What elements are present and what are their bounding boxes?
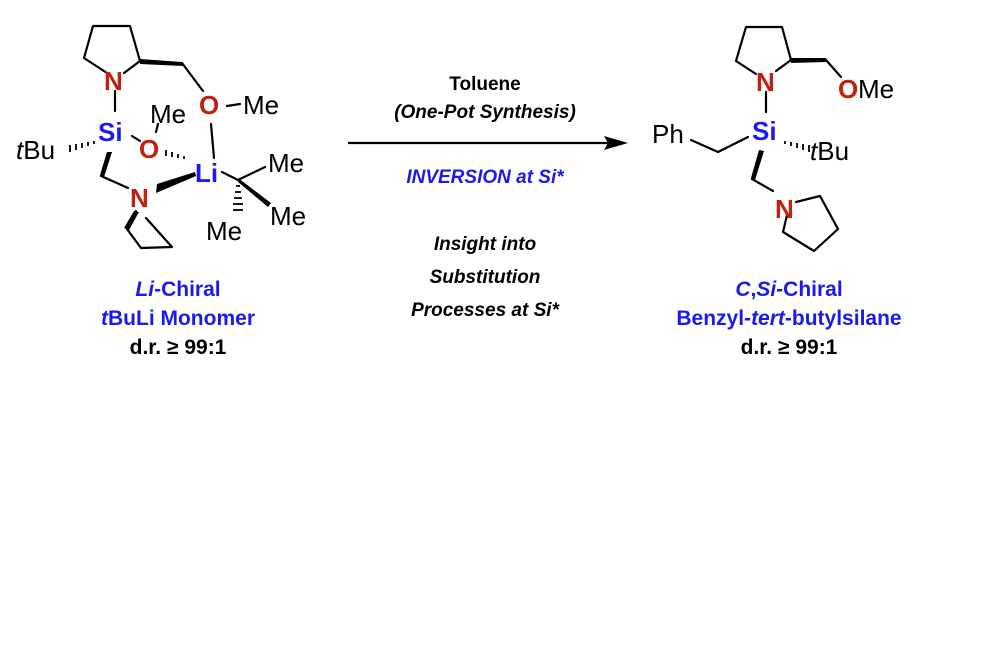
- atom-nitrogen-amine: N: [775, 194, 794, 224]
- atom-oxygen-bridge: O: [139, 134, 159, 164]
- bond: [225, 102, 242, 108]
- reactant-diastereomeric-ratio: d.r. ≥ 99:1: [130, 336, 227, 359]
- bond: [824, 58, 843, 79]
- methyl-label: Me: [243, 90, 279, 120]
- reactant-name-line1: Li-Chiral: [135, 278, 220, 301]
- atom-lithium: Li: [195, 158, 218, 188]
- bond: [209, 122, 216, 160]
- bond: [689, 138, 720, 154]
- reactant-name-line2: tBuLi Monomer: [101, 307, 255, 330]
- atom-nitrogen-amine: N: [130, 183, 149, 213]
- reactant-structure: N Si O Me O Me Li N tBu Me Me Me Li-Chir…: [16, 24, 306, 359]
- bond: [734, 25, 793, 76]
- insight-line1: Insight into: [434, 234, 536, 255]
- wedge-bond: [238, 178, 271, 207]
- hashed-bond: [69, 141, 95, 152]
- atom-nitrogen: N: [104, 66, 123, 96]
- reaction-arrow-group: Toluene (One-Pot Synthesis) INVERSION at…: [348, 74, 628, 321]
- product-structure: N O Me Si Ph tBu N C,Si-Chiral Benzyl-te…: [652, 25, 902, 359]
- insight-line2: Substitution: [430, 267, 541, 288]
- bond: [781, 194, 840, 253]
- atom-oxygen: O: [838, 74, 858, 104]
- product-diastereomeric-ratio: d.r. ≥ 99:1: [741, 336, 838, 359]
- wedge-bond: [100, 152, 112, 177]
- methyl-label: Me: [858, 74, 894, 104]
- atom-silicon: Si: [752, 116, 777, 146]
- bond: [180, 61, 205, 93]
- method-label: (One-Pot Synthesis): [394, 102, 576, 123]
- wedge-bond: [140, 59, 183, 66]
- methyl-label: Me: [268, 148, 304, 178]
- insight-line3: Processes at Si*: [411, 300, 560, 321]
- bond: [122, 59, 142, 75]
- methyl-label: Me: [150, 99, 186, 129]
- wedge-bond: [124, 211, 139, 230]
- arrow-head-icon: [604, 136, 628, 150]
- product-name-line1: C,Si-Chiral: [735, 278, 842, 301]
- tert-butyl-label: tBu: [810, 136, 849, 166]
- methyl-label: Me: [270, 201, 306, 231]
- atom-oxygen-side: O: [199, 90, 219, 120]
- bond: [99, 174, 130, 190]
- tert-butyl-label: tBu: [16, 135, 55, 165]
- bond: [716, 135, 750, 154]
- methyl-label: Me: [206, 216, 242, 246]
- bond: [130, 134, 142, 143]
- wedge-bond: [751, 150, 764, 180]
- hashed-bond: [784, 141, 810, 152]
- bond: [82, 24, 142, 75]
- bond: [154, 122, 160, 134]
- hashed-bond: [165, 150, 185, 159]
- wedge-bond: [156, 172, 196, 193]
- phenyl-label: Ph: [652, 119, 684, 149]
- hashed-bond: [233, 185, 243, 211]
- atom-silicon: Si: [98, 117, 123, 147]
- bond: [750, 177, 775, 193]
- inversion-label: INVERSION at Si*: [406, 167, 565, 188]
- solvent-label: Toluene: [449, 74, 520, 95]
- wedge-bond: [791, 58, 827, 63]
- atom-nitrogen: N: [756, 67, 775, 97]
- bond: [236, 165, 267, 182]
- product-name-line2: Benzyl-tert-butylsilane: [676, 307, 901, 330]
- bond: [774, 58, 793, 73]
- bond: [220, 170, 240, 182]
